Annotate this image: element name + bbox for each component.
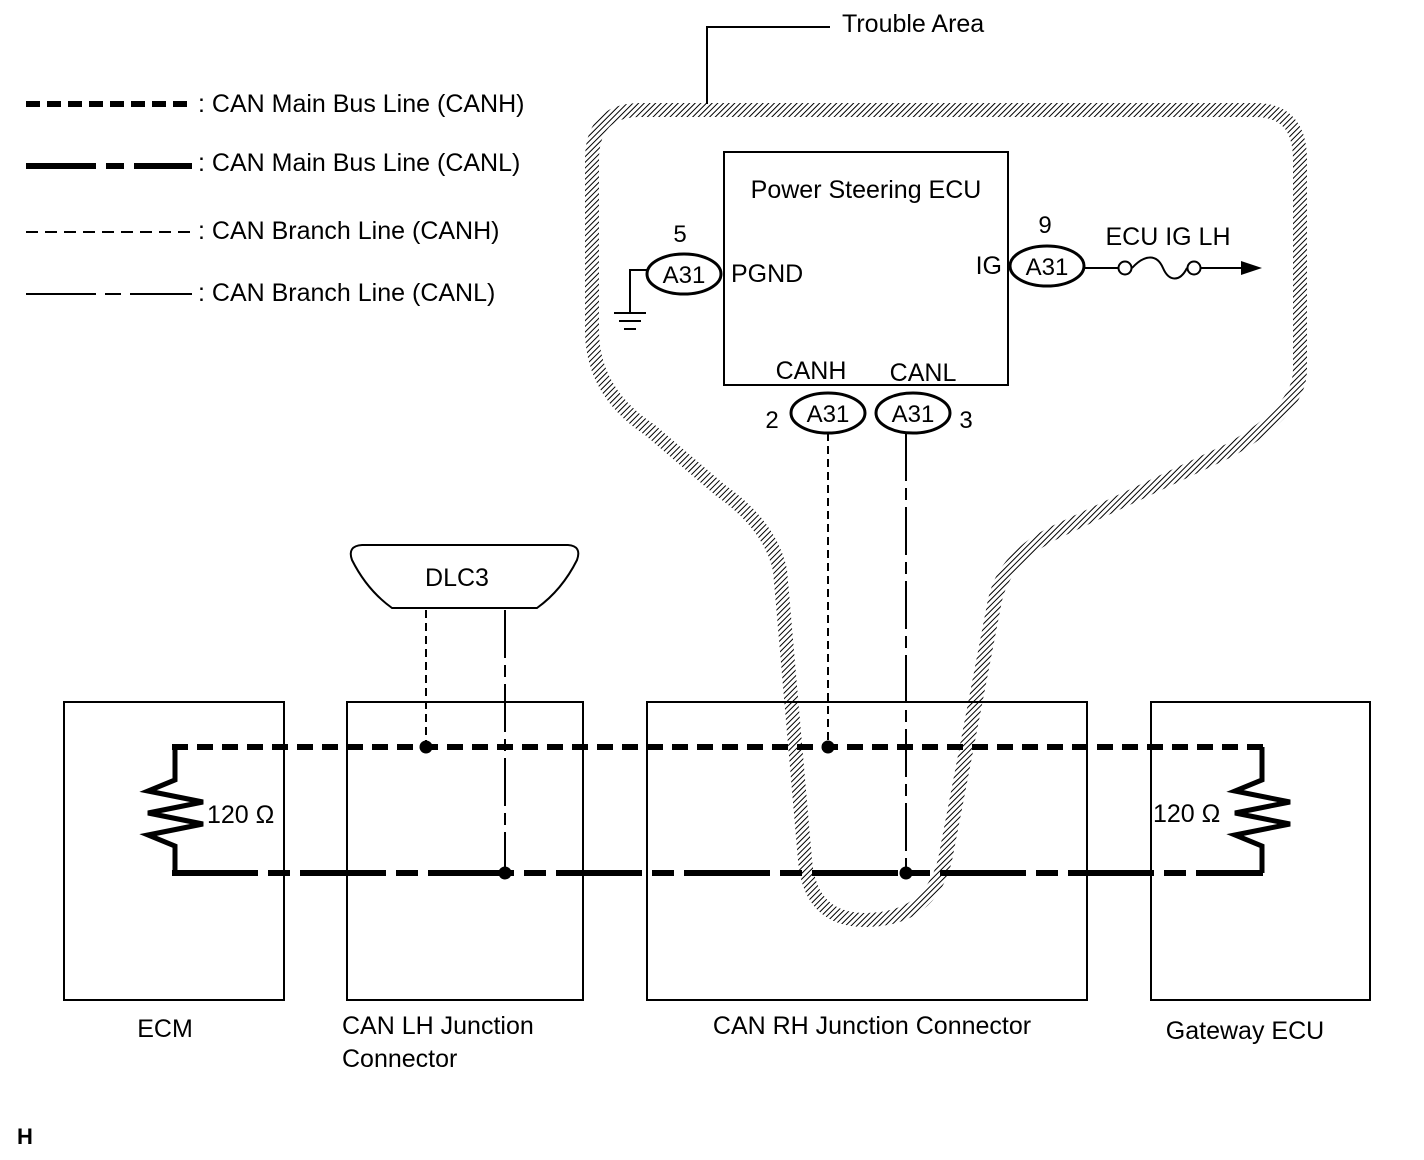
ground-icon — [614, 312, 646, 330]
ecm-box — [63, 701, 285, 1001]
canl-connector — [874, 391, 952, 435]
pgnd-connector — [645, 252, 723, 296]
ecm-resistor-label: 120 Ω — [207, 801, 274, 829]
can-rh-junction-box — [646, 701, 1088, 1001]
gateway-ecu-box — [1150, 701, 1371, 1001]
pgnd-pin-number: 5 — [673, 221, 686, 248]
junction-dot-dlc3-canl — [498, 866, 512, 880]
ig-pin-number: 9 — [1038, 212, 1051, 239]
legend-branch-canl-label: : CAN Branch Line (CANL) — [198, 279, 495, 307]
junction-dot-ps-canh — [821, 740, 835, 754]
legend-main-canh-label: : CAN Main Bus Line (CANH) — [198, 90, 524, 118]
ig-terminal-label: IG — [976, 252, 1002, 280]
can-lh-junction-box — [346, 701, 584, 1001]
power-steering-ecu-title: Power Steering ECU — [751, 176, 982, 204]
trouble-area-label: Trouble Area — [842, 10, 984, 38]
ecm-label: ECM — [137, 1015, 193, 1043]
power-steering-ecu-box — [723, 151, 1009, 386]
fuse-icon — [1117, 256, 1202, 280]
canh-terminal-label: CANH — [776, 357, 847, 385]
gateway-resistor-label: 120 Ω — [1153, 800, 1220, 828]
corner-mark: H — [17, 1124, 33, 1149]
canh-connector-label: A31 — [807, 401, 850, 428]
ecm-resistor-icon — [139, 747, 204, 873]
legend-main-canl-label: : CAN Main Bus Line (CANL) — [198, 149, 520, 177]
canl-pin-number: 3 — [959, 407, 972, 434]
can-lh-junction-label-line1: CAN LH Junction — [342, 1012, 534, 1040]
arrow-right-icon — [1241, 261, 1262, 275]
legend-branch-canh-label: : CAN Branch Line (CANH) — [198, 217, 499, 245]
junction-dot-ps-canl — [899, 866, 913, 880]
pgnd-connector-label: A31 — [663, 262, 706, 289]
ig-connector — [1008, 244, 1086, 288]
ground-wire — [629, 269, 647, 312]
gateway-resistor-icon — [1226, 747, 1291, 873]
can-rh-junction-label: CAN RH Junction Connector — [713, 1012, 1031, 1040]
trouble-area-outline — [585, 103, 1307, 928]
canh-pin-number: 2 — [765, 407, 778, 434]
fuse-label: ECU IG LH — [1105, 223, 1230, 251]
junction-dot-dlc3-canh — [419, 740, 433, 754]
gateway-ecu-label: Gateway ECU — [1166, 1017, 1324, 1045]
canl-terminal-label: CANL — [890, 359, 957, 387]
pgnd-terminal-label: PGND — [731, 260, 803, 288]
dlc3-connector — [349, 544, 580, 609]
legend: : CAN Main Bus Line (CANH) : CAN Main Bu… — [26, 90, 524, 307]
trouble-area-leader — [706, 26, 830, 104]
dlc3-label: DLC3 — [425, 564, 489, 592]
ig-connector-label: A31 — [1026, 254, 1069, 281]
can-lh-junction-label-line2: Connector — [342, 1045, 457, 1073]
canl-connector-label: A31 — [892, 401, 935, 428]
